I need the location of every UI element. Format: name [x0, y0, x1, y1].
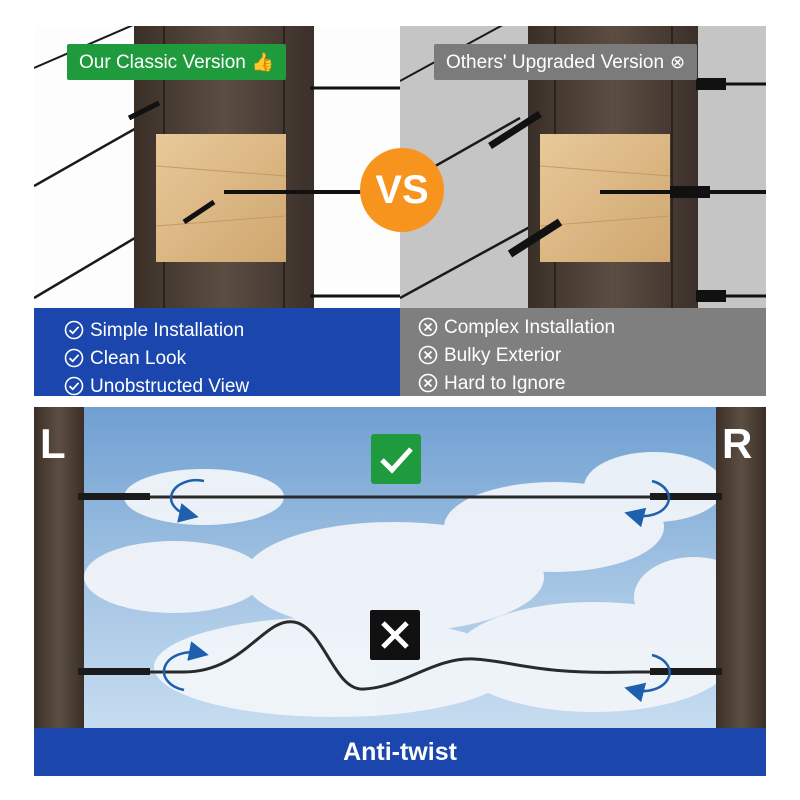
check-circle-icon: [64, 320, 84, 340]
x-icon: [370, 610, 420, 660]
right-side-label: R: [722, 420, 753, 467]
x-circle-icon: [418, 345, 438, 365]
upgraded-version-label-text: Others' Upgraded Version: [446, 52, 665, 73]
feature-label: Unobstructed View: [90, 376, 250, 396]
x-circle-icon: [418, 317, 438, 337]
check-circle-icon: [64, 348, 84, 368]
anti-twist-caption: Anti-twist: [34, 728, 766, 776]
classic-features: Simple Installation Clean Look Unobstruc…: [34, 308, 400, 396]
vs-badge: VS: [360, 148, 444, 232]
classic-version-panel: Our Classic Version👍 Simple Installation…: [34, 26, 400, 396]
feature-label: Simple Installation: [90, 320, 245, 341]
upgraded-features: Complex Installation Bulky Exterior Hard…: [400, 308, 766, 396]
feature-label: Hard to Ignore: [444, 373, 566, 394]
feature-item: Clean Look: [64, 346, 186, 372]
left-side-label: L: [40, 420, 66, 467]
feature-item: Hard to Ignore: [418, 371, 565, 396]
upgraded-version-label: Others' Upgraded Version⊗: [434, 44, 698, 80]
feature-item: Bulky Exterior: [418, 343, 561, 369]
feature-label: Complex Installation: [444, 317, 616, 338]
feature-label: Bulky Exterior: [444, 345, 562, 366]
check-circle-icon: [64, 376, 84, 396]
classic-version-label: Our Classic Version👍: [67, 44, 287, 80]
feature-label: Clean Look: [90, 348, 187, 369]
thumbs-up-icon: 👍: [251, 52, 275, 72]
feature-item: Complex Installation: [418, 315, 615, 341]
check-icon: [371, 434, 421, 484]
upgraded-version-panel: Others' Upgraded Version⊗ Complex Instal…: [400, 26, 766, 396]
feature-item: Unobstructed View: [64, 374, 249, 396]
x-circle-icon: [418, 373, 438, 393]
classic-version-label-text: Our Classic Version: [79, 52, 246, 73]
x-circle-icon: ⊗: [670, 52, 686, 72]
feature-item: Simple Installation: [64, 318, 244, 344]
